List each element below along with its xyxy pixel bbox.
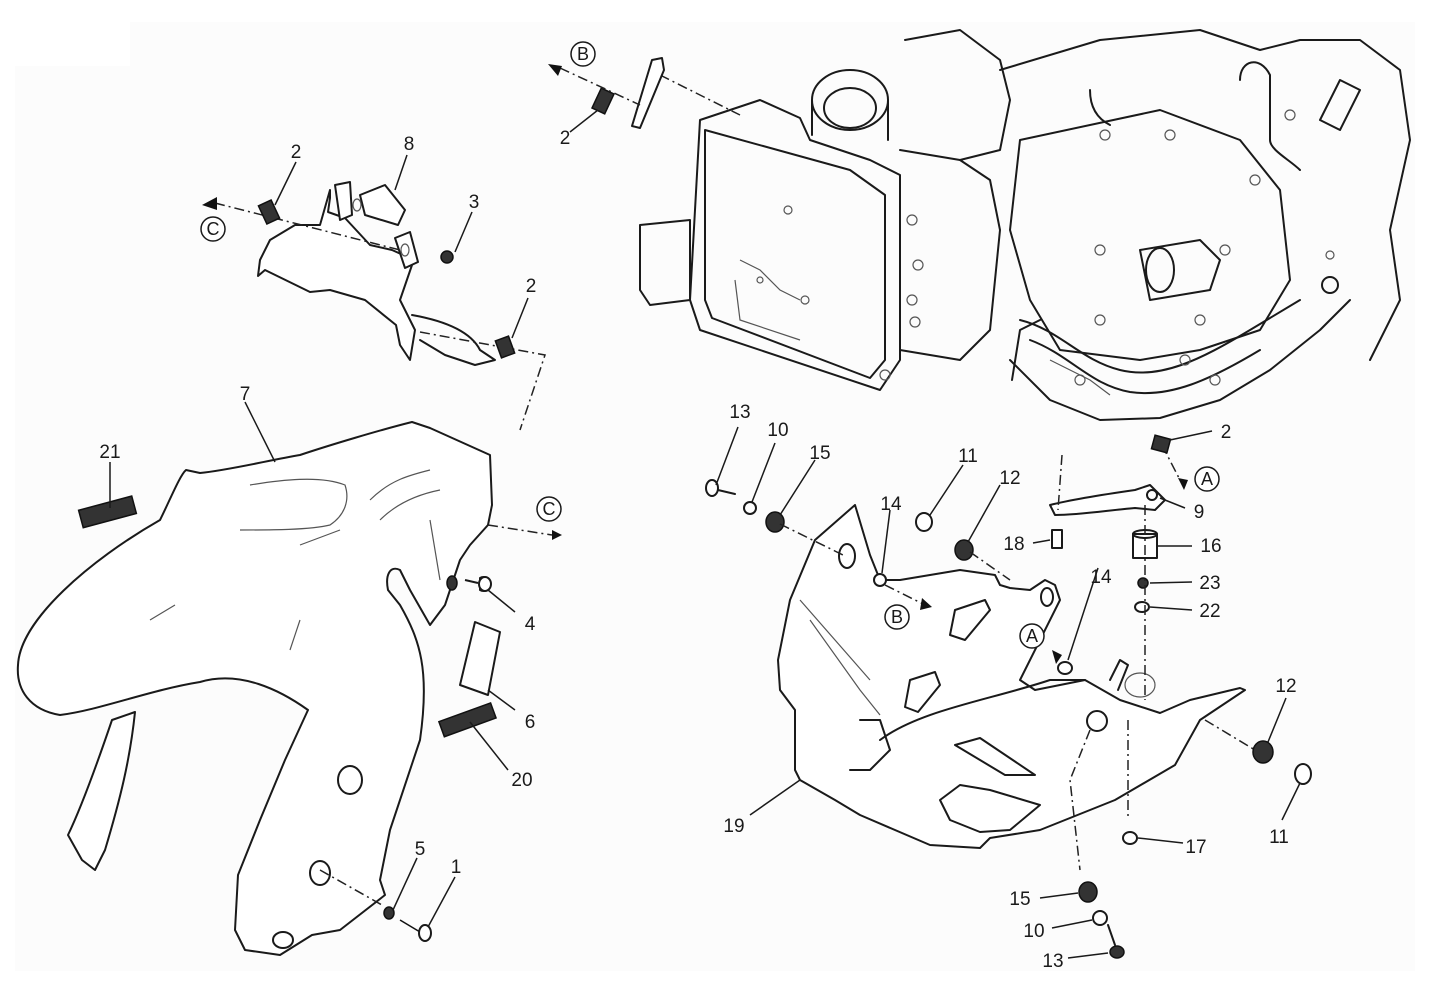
upper-bracket-part-8 — [202, 154, 546, 431]
callout-22: 22 — [1199, 601, 1220, 622]
clip-nut-icon — [591, 87, 615, 115]
screw-head-icon — [1294, 763, 1312, 785]
washer-icon — [1092, 910, 1108, 926]
callout-18: 18 — [1003, 534, 1024, 555]
bracket-9 — [1049, 484, 1166, 516]
callout-2: 2 — [560, 128, 571, 149]
callout-2: 2 — [291, 142, 302, 163]
callout-4: 4 — [525, 614, 536, 635]
callout-17: 17 — [1185, 837, 1206, 858]
callout-12: 12 — [1275, 676, 1296, 697]
callouts: 2 8 3 2 2 7 21 4 6 20 5 1 13 10 15 11 12… — [99, 128, 1296, 972]
washer-icon — [743, 501, 757, 515]
washer-icon — [1134, 601, 1150, 613]
callout-11: 11 — [958, 446, 978, 467]
washer-icon — [1057, 661, 1073, 675]
engine-assembly — [639, 29, 1411, 421]
screw-head-icon — [705, 479, 719, 497]
arrow-icon — [548, 64, 562, 76]
callout-15: 15 — [1009, 889, 1030, 910]
ref-a-lower: A — [1019, 623, 1045, 649]
rubber-grommet-icon — [765, 511, 785, 533]
clip-nut-icon — [1150, 434, 1172, 454]
callout-23: 23 — [1199, 573, 1220, 594]
ducati-badge-icon — [437, 701, 498, 738]
sump-guard-part-19 — [705, 426, 1312, 959]
callout-2: 2 — [526, 276, 537, 297]
callout-10: 10 — [1023, 921, 1044, 942]
clip-nut-icon — [494, 335, 516, 359]
callout-13: 13 — [1042, 951, 1063, 972]
washer-icon — [1137, 577, 1149, 589]
ref-c-lower: C — [536, 496, 562, 522]
callout-8: 8 — [404, 134, 415, 155]
callout-16: 16 — [1200, 536, 1221, 557]
front-mudguard-part-7 — [16, 401, 562, 956]
ref-label: B — [577, 44, 589, 64]
callout-10: 10 — [767, 420, 788, 441]
callout-14: 14 — [1090, 567, 1112, 588]
screw-head-icon — [1122, 831, 1138, 845]
callout-13: 13 — [729, 402, 750, 423]
ref-label: A — [1026, 626, 1038, 646]
label-sticker-icon — [459, 621, 501, 696]
washer-icon — [383, 906, 395, 920]
vent-slot — [904, 671, 941, 713]
rubber-grommet-icon — [1078, 881, 1098, 903]
ducati-badge-icon — [77, 495, 138, 529]
rubber-grommet-icon — [1252, 740, 1274, 764]
arrow-icon — [920, 598, 932, 610]
ref-label: C — [207, 219, 220, 239]
callout-2: 2 — [1221, 422, 1232, 443]
callout-12: 12 — [999, 468, 1020, 489]
callout-20: 20 — [511, 770, 532, 791]
ref-c-upper: C — [200, 216, 226, 242]
washer-icon — [873, 573, 887, 587]
clip-nut-icon — [257, 198, 281, 226]
vent-slot — [949, 599, 991, 641]
ref-label: B — [891, 607, 903, 627]
callout-14: 14 — [880, 494, 902, 515]
b-bracket — [548, 57, 665, 133]
screw-head-icon — [915, 512, 933, 532]
screw-head-icon — [1109, 945, 1125, 959]
ref-b-lower: B — [884, 604, 910, 630]
washer-icon — [446, 575, 458, 591]
screw-head-icon — [478, 576, 492, 592]
callout-9: 9 — [1194, 502, 1205, 523]
arrow-icon — [1052, 650, 1062, 664]
callout-5: 5 — [415, 839, 426, 860]
screw-head-icon — [418, 924, 432, 942]
callout-19: 19 — [723, 816, 744, 837]
ref-b-top: B — [570, 41, 596, 67]
screw-head-icon — [440, 250, 454, 264]
rubber-grommet-icon — [954, 539, 974, 561]
callout-1: 1 — [451, 857, 462, 878]
vent-slot — [954, 737, 1036, 776]
callout-3: 3 — [469, 192, 480, 213]
ref-a-right: A — [1194, 466, 1220, 492]
ref-label: C — [543, 499, 556, 519]
arrow-icon — [202, 197, 217, 210]
ref-label: A — [1201, 469, 1213, 489]
callout-21: 21 — [99, 442, 120, 463]
callout-15: 15 — [809, 443, 830, 464]
callout-7: 7 — [240, 384, 251, 405]
arrow-icon — [552, 530, 562, 540]
callout-11: 11 — [1269, 827, 1289, 848]
callout-6: 6 — [525, 712, 536, 733]
arrow-icon — [1178, 478, 1188, 490]
